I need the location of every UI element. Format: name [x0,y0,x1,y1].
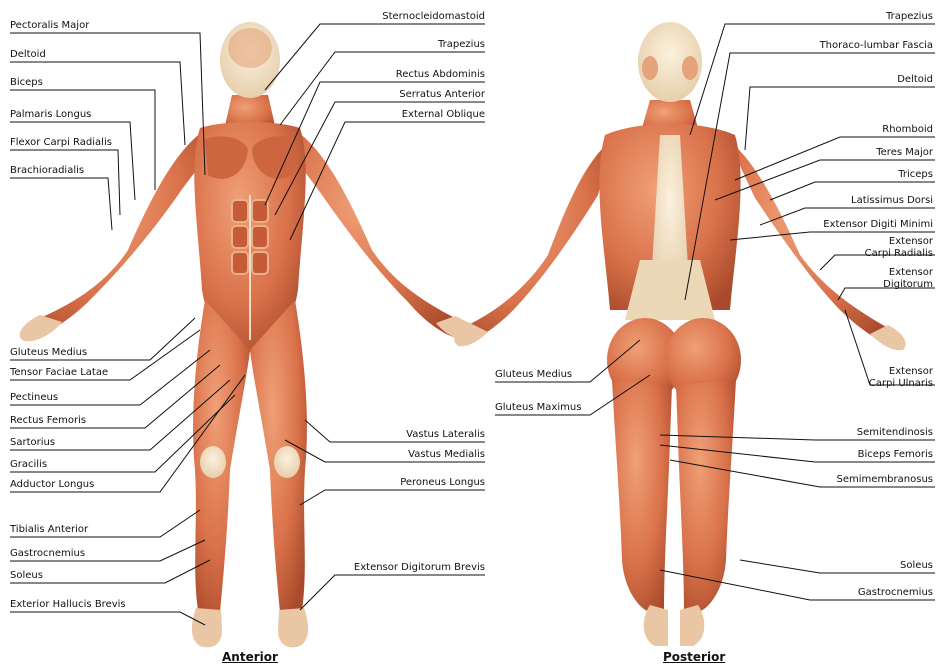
label-pectineus: Pectineus [10,392,58,404]
label-peroneus-longus: Peroneus Longus [400,477,485,489]
label-extensor-carpi-ulnaris-line1: Extensor [889,366,933,378]
label-semimembranosus: Semimembranosus [837,474,933,486]
label-trapezius-anterior: Trapezius [438,39,485,51]
label-gluteus-medius: Gluteus Medius [10,347,87,359]
label-gastrocnemius: Gastrocnemius [10,548,85,560]
label-gastrocnemius-posterior: Gastrocnemius [858,587,933,599]
posterior-figure [454,22,905,646]
title-anterior: Anterior [222,650,278,664]
label-sternocleidomastoid: Sternocleidomastoid [382,11,485,23]
label-vastus-lateralis: Vastus Lateralis [406,429,485,441]
label-soleus: Soleus [10,570,43,582]
label-teres-major: Teres Major [876,147,933,159]
label-thoraco-lumbar-fascia: Thoraco-lumbar Fascia [820,40,933,52]
label-extensor-digitorum-line1: Extensor [889,267,933,279]
label-extensor-digiti-minimi: Extensor Digiti Minimi [823,219,933,231]
label-gluteus-maximus: Gluteus Maximus [495,402,581,414]
label-rectus-femoris: Rectus Femoris [10,415,86,427]
label-gracilis: Gracilis [10,459,47,471]
label-tibialis-anterior: Tibialis Anterior [10,524,88,536]
label-extensor-carpi-ulnaris-line2: Carpi Ulnaris [869,378,933,390]
label-serratus-anterior: Serratus Anterior [399,89,485,101]
label-palmaris-longus: Palmaris Longus [10,109,91,121]
label-vastus-medialis: Vastus Medialis [408,449,485,461]
label-extensor-digitorum-line2: Digitorum [883,279,933,291]
label-brachioradialis: Brachioradialis [10,165,84,177]
label-trapezius-posterior: Trapezius [886,11,933,23]
label-flexor-carpi-radialis: Flexor Carpi Radialis [10,137,112,149]
label-adductor-longus: Adductor Longus [10,479,94,491]
label-extensor-carpi-radialis-line2: Carpi Radialis [865,248,933,260]
label-deltoid-posterior: Deltoid [897,74,933,86]
label-triceps: Triceps [898,169,933,181]
label-sartorius: Sartorius [10,437,55,449]
label-exterior-hallucis-brevis: Exterior Hallucis Brevis [10,599,126,611]
label-external-oblique: External Oblique [402,109,485,121]
title-posterior: Posterior [663,650,725,664]
label-extensor-digitorum-brevis: Extensor Digitorum Brevis [354,562,485,574]
label-pectoralis-major: Pectoralis Major [10,20,89,32]
label-deltoid: Deltoid [10,49,46,61]
label-latissimus-dorsi: Latissimus Dorsi [851,195,933,207]
label-rectus-abdominis: Rectus Abdominis [396,69,485,81]
label-rhomboid: Rhomboid [882,124,933,136]
label-extensor-carpi-radialis-line1: Extensor [889,236,933,248]
label-biceps: Biceps [10,77,43,89]
label-semitendinosis: Semitendinosis [857,427,933,439]
label-gluteus-medius-posterior: Gluteus Medius [495,369,572,381]
label-tensor-faciae-latae: Tensor Faciae Latae [10,367,108,379]
label-biceps-femoris: Biceps Femoris [858,449,933,461]
label-soleus-posterior: Soleus [900,560,933,572]
